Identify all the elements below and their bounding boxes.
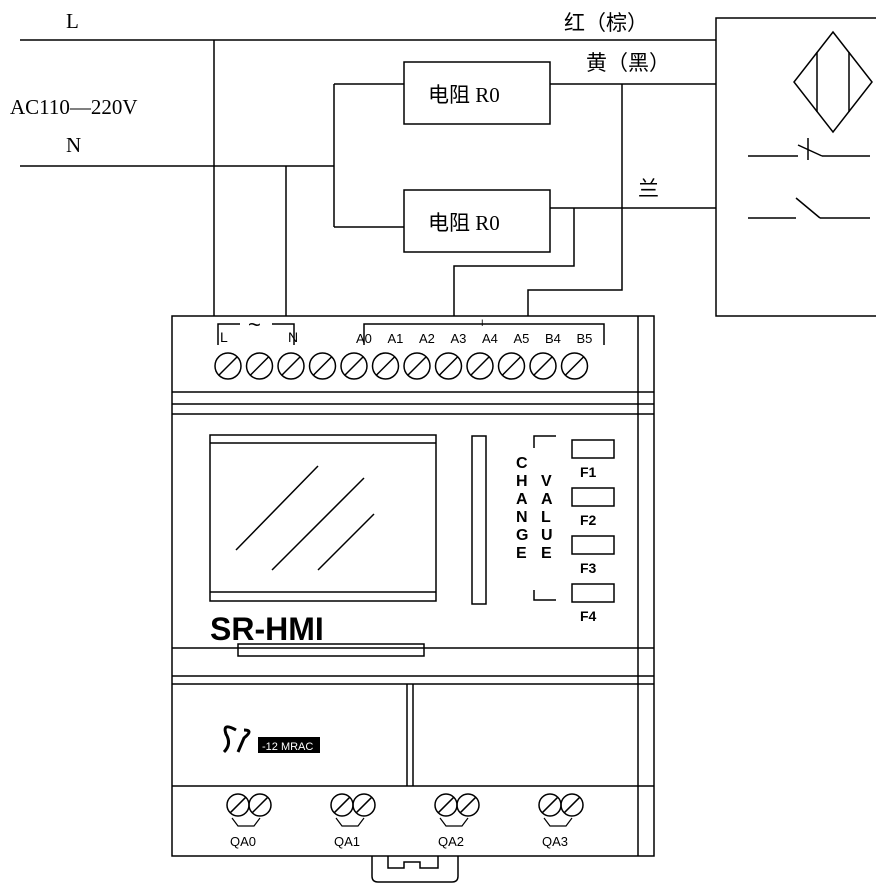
terminal-screw-bottom-slot: [333, 796, 351, 814]
model-code: -12 MRAC: [262, 741, 313, 753]
output-relay-mark: [543, 817, 573, 827]
terminal-screw-top[interactable]: [434, 352, 463, 380]
display-screen: [209, 434, 437, 602]
terminal-screw-top[interactable]: [403, 352, 431, 380]
output-label: QA3: [542, 834, 568, 849]
resistor-top-label: 电阻 R0: [428, 83, 500, 107]
output-relay-mark: [439, 817, 469, 827]
terminal-l-label: L: [220, 329, 228, 345]
input-label: A2: [419, 331, 435, 346]
input-label: B4: [545, 331, 561, 346]
sr-logo-icon: [222, 725, 251, 754]
terminal-screw-bottom[interactable]: [456, 793, 480, 817]
output-label: QA0: [230, 834, 256, 849]
terminal-screw-top[interactable]: [214, 352, 242, 380]
function-key-label: F2: [580, 512, 597, 528]
model-code-badge: [258, 737, 320, 753]
input-label: A0: [356, 331, 372, 346]
model-name: SR-HMI: [210, 611, 324, 647]
terminal-screw-bottom-slot: [459, 796, 477, 814]
input-label: A3: [451, 331, 467, 346]
function-key-button[interactable]: [571, 487, 615, 507]
terminal-screw-top-slot: [407, 356, 427, 376]
output-label: QA1: [334, 834, 360, 849]
terminal-screw-bottom-slot: [355, 796, 373, 814]
function-key-button[interactable]: [571, 583, 615, 603]
output-relay-mark: [231, 817, 261, 827]
terminal-screw-top-slot: [375, 356, 396, 376]
terminal-screw-top-slot: [344, 356, 364, 376]
terminal-screw-bottom-slot: [541, 796, 559, 814]
terminal-screw-top[interactable]: [466, 352, 494, 380]
function-key-label: F4: [580, 608, 597, 624]
terminal-screw-bottom[interactable]: [560, 793, 584, 817]
function-key-label: F1: [580, 464, 597, 480]
terminal-screw-top[interactable]: [560, 352, 589, 380]
input-label: A5: [514, 331, 530, 346]
terminal-screw-top-slot: [533, 356, 553, 376]
insert-slot: [471, 435, 487, 605]
wire-yellow-to-a5: [527, 84, 623, 316]
terminal-screw-top-slot: [501, 356, 522, 376]
output-label: QA2: [438, 834, 464, 849]
input-terminal-strip: A0 A1 A2 A3 A4 A5 B4 B5: [214, 331, 593, 380]
terminal-screw-bottom-slot: [251, 796, 269, 814]
input-label: B5: [577, 331, 593, 346]
input-marker-label: I: [481, 318, 484, 328]
terminal-screw-top-slot: [470, 356, 490, 376]
function-key-label: F3: [580, 560, 597, 576]
terminal-screw-bottom-slot: [229, 796, 247, 814]
resistor-bottom-label: 电阻 R0: [428, 211, 500, 235]
supply-voltage-label: AC110—220V: [10, 95, 138, 119]
terminal-n-label: N: [288, 329, 298, 345]
output-terminal-strip: QA0 QA1 QA2 QA3: [226, 793, 584, 849]
function-key-button[interactable]: [571, 439, 615, 459]
power-tilde: ~: [248, 312, 261, 337]
terminal-screw-bottom-slot: [437, 796, 455, 814]
terminal-screw-top-slot: [312, 356, 333, 376]
sensor-diamond: [793, 30, 873, 134]
terminal-screw-top[interactable]: [245, 352, 274, 380]
terminal-screw-top[interactable]: [340, 352, 368, 380]
terminal-screw-top[interactable]: [371, 352, 400, 380]
terminal-screw-top[interactable]: [497, 352, 526, 380]
wire-yellow-label: 黄（黑）: [586, 51, 670, 75]
wire-blue-label: 兰: [638, 177, 659, 201]
terminal-screw-top[interactable]: [529, 352, 557, 380]
terminal-screw-bottom-slot: [563, 796, 581, 814]
terminal-screw-top-slot: [438, 356, 459, 376]
terminal-screw-top[interactable]: [277, 352, 305, 380]
neutral-label: N: [66, 133, 81, 157]
plc-module: [171, 315, 655, 883]
resistor-bottom-box: [403, 189, 551, 253]
terminal-screw-top-slot: [281, 356, 301, 376]
sensor-box: [715, 17, 876, 317]
input-label: A4: [482, 331, 498, 346]
input-label: A1: [388, 331, 404, 346]
terminal-screw-top-slot: [218, 356, 238, 376]
function-key-button[interactable]: [571, 535, 615, 555]
output-relay-mark: [335, 817, 365, 827]
line-l-label: L: [66, 9, 79, 33]
wire-red-label: 红（棕）: [564, 11, 648, 35]
terminal-screw-bottom[interactable]: [352, 793, 376, 817]
terminal-screw-top-slot: [249, 356, 270, 376]
resistor-top-box: [403, 61, 551, 125]
wire-blue-to-a3: [453, 208, 575, 316]
terminal-screw-top-slot: [564, 356, 585, 376]
terminal-screw-top[interactable]: [308, 352, 337, 380]
terminal-screw-bottom[interactable]: [248, 793, 272, 817]
